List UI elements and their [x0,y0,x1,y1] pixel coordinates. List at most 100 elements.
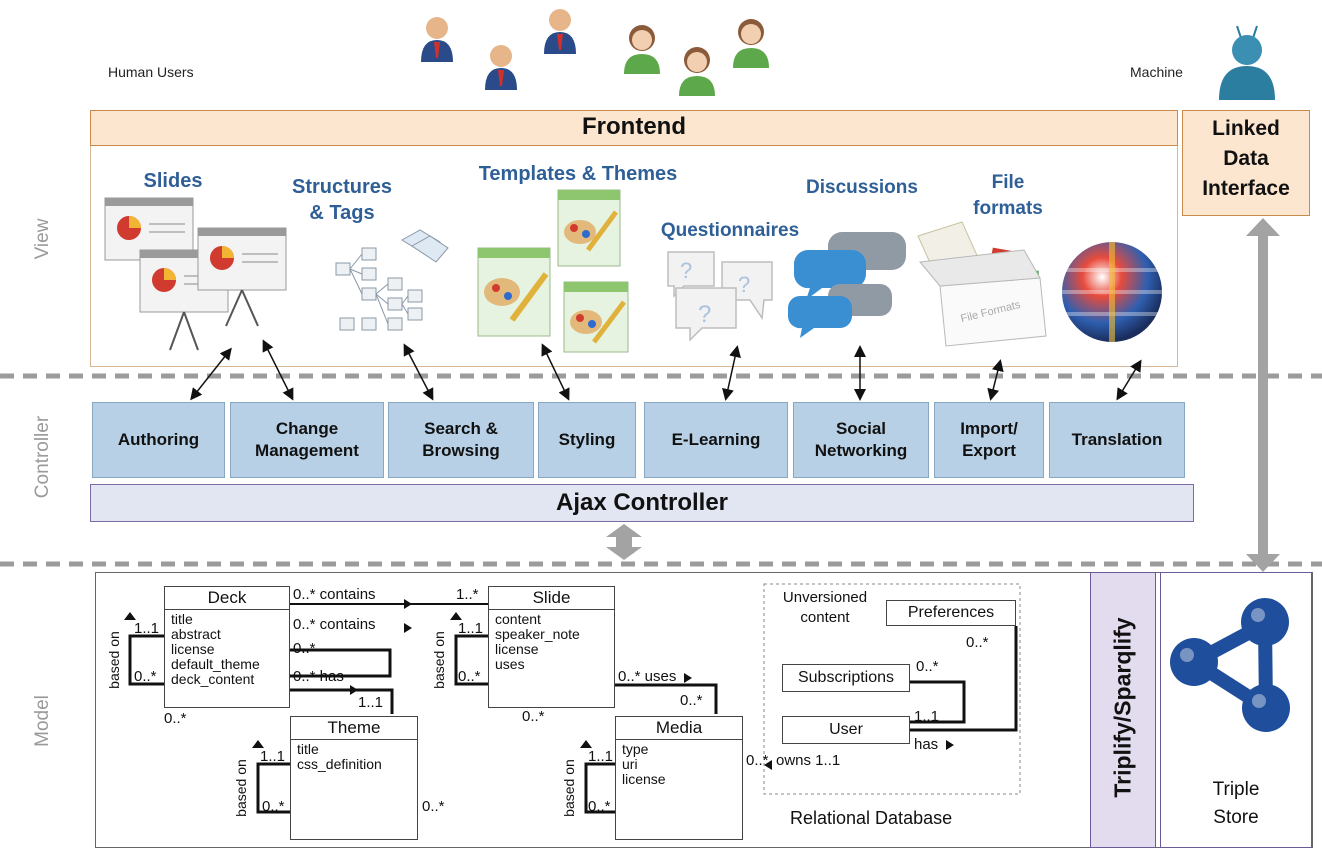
rel-deck-self-many: 0..* [293,640,316,657]
controller-social-networking-line2: Networking [814,441,908,460]
linked-data-line1: Linked [1212,117,1280,140]
ajax-controller: Ajax Controller [90,484,1194,522]
controller-change-management-line1: Change [275,419,339,438]
layer-label-model: Model [32,695,53,747]
class-theme: Theme title css_definition [290,716,418,840]
view-label-discussions: Discussions [806,177,918,198]
rel-subs-many: 0..* [916,658,939,675]
linked-data-line3: Interface [1202,177,1290,200]
theme-based-on-many: 0..* [262,798,285,815]
slide-based-on-many: 0..* [458,668,481,685]
deck-based-on-one: 1..1 [134,620,160,637]
based-on-slide: based on [431,631,447,689]
theme-attr-title: title [297,741,319,757]
slide-attr-speaker-note: speaker_note [495,626,580,642]
view-label-slides: Slides [143,170,203,192]
human-users-label: Human Users [108,64,194,80]
view-label-structures-line2: & Tags [309,202,375,224]
theme-based-on-one: 1..1 [260,748,286,765]
linked-data-arrow [1246,218,1280,572]
view-controller-arrows [190,339,1142,401]
rel-deck-contains-slide: 0..* contains [293,586,376,603]
layer-label-controller: Controller [32,415,53,499]
media-attr-license: license [622,771,666,787]
tree-structure-icon [335,229,449,331]
based-on-arrowheads [124,599,954,770]
relational-database-label: Relational Database [790,808,953,828]
class-slide-name: Slide [489,587,614,610]
model-connectors [128,603,1018,814]
deck-attr-deck-content: deck_content [171,671,255,687]
theme-attr-css-definition: css_definition [297,756,382,772]
media-attr-type: type [622,741,649,757]
deck-attr-license: license [171,641,215,657]
rel-contains-target: 1..* [456,586,479,603]
controller-search-browsing-line1: Search & [424,419,498,438]
media-based-on-many: 0..* [588,798,611,815]
controller-search-browsing: Search &Browsing [388,402,534,478]
rel-owns: owns 1..1 [776,752,841,769]
linked-data-line2: Data [1223,147,1269,170]
controller-e-learning: E-Learning [644,402,788,478]
triple-store-icon [1170,598,1290,732]
triple-store-label: Triple Store [1160,776,1312,832]
entity-preferences: Preferences [886,600,1016,626]
rel-slide-many: 0..* [522,708,545,725]
entity-user: User [782,716,910,744]
deck-attr-abstract: abstract [171,626,221,642]
rel-deck-many: 0..* [164,710,187,727]
linked-data-interface: Linked Data Interface [1182,110,1310,216]
based-on-media: based on [561,759,577,817]
controller-styling: Styling [538,402,636,478]
rel-has-target: 1..1 [358,694,384,711]
deck-based-on-many: 0..* [134,668,157,685]
controller-styling-line1: Styling [558,430,616,449]
questionnaire-icon: ? ? ? [667,251,773,342]
controller-import-export-line1: Import/ [960,419,1018,438]
slide-attr-uses: uses [495,656,525,672]
view-label-file-formats-line2: formats [973,198,1043,219]
discussions-icon [787,232,906,338]
triplify-sparqlify-box [1090,572,1156,848]
view-label-file-formats-line1: File [991,172,1025,193]
rel-slide-uses-media: 0..* uses [618,668,677,685]
templates-themes-icon [477,189,629,353]
deck-attr-default-theme: default_theme [171,656,260,672]
view-label-questionnaires: Questionnaires [660,220,800,241]
layer-label-view: View [32,218,53,260]
translation-globe-icon [1062,242,1162,342]
rel-user-one: 1..1 [914,708,940,725]
slide-based-on-one: 1..1 [458,620,484,637]
class-deck-name: Deck [165,587,289,610]
controller-translation: Translation [1049,402,1185,478]
unversioned-content-box [763,583,1021,795]
unversioned-line2: content [800,609,850,626]
rel-user-has: has [914,736,939,753]
file-formats-icon [917,221,1047,347]
slides-icon [104,197,287,351]
deck-attr-title: title [171,611,193,627]
view-label-structures-line1: Structures [291,176,393,198]
rel-deck-has-theme: 0..* has [293,668,344,685]
controller-import-export: Import/Export [934,402,1044,478]
controller-authoring-line1: Authoring [117,430,200,449]
frontend-bar: Frontend [90,110,1178,146]
controller-import-export-line2: Export [962,441,1016,460]
media-based-on-one: 1..1 [588,748,614,765]
media-attr-uri: uri [622,756,638,772]
slide-attr-license: license [495,641,539,657]
machine-icon [1219,25,1275,100]
class-slide: Slide content speaker_note license uses [488,586,615,708]
rel-pref-many: 0..* [966,634,989,651]
triple-store-line2: Store [1213,807,1259,828]
machine-label: Machine [1130,64,1183,80]
class-deck: Deck title abstract license default_them… [164,586,290,708]
rel-theme-many: 0..* [422,798,445,815]
controller-translation-line1: Translation [1071,430,1163,449]
svg-text:?: ? [698,301,711,328]
triplify-sparqlify-label: Triplify/Sparqlify [1109,617,1136,798]
class-media: Media type uri license [615,716,743,840]
